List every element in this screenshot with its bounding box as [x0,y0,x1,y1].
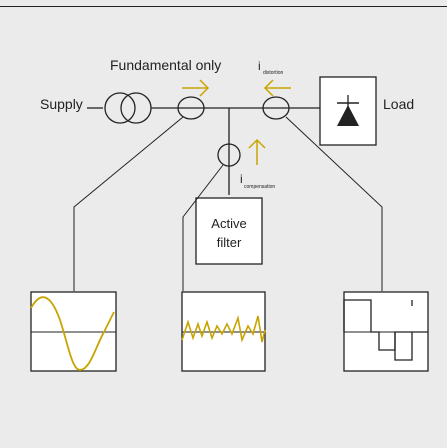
up-arrow-icon [248,138,266,165]
diode-icon [337,105,359,126]
active-filter-box: Active filter [195,197,263,265]
i-compensation-label: i [240,172,243,186]
ct-sensor-load-icon [262,96,290,120]
i-compensation-sub: compensation [244,184,275,190]
supply-label: Supply [40,96,83,112]
right-arrow-icon [182,79,210,97]
fundamental-only-label: Fundamental only [110,57,221,73]
distorted-wave [181,315,266,343]
top-rule [0,6,447,7]
sine-waveform-panel [30,291,117,372]
supply-waveform-leader [73,116,184,291]
ct-sensor-supply-icon [177,96,205,120]
i-distortion-label: i [258,59,261,73]
transformer-icon [87,92,152,124]
active-filter-line2: filter [217,235,242,250]
load-label: Load [383,96,414,112]
compensation-waveform-leader [182,164,224,291]
sine-wave [30,296,115,371]
i-distortion-sub: distortion [263,70,284,76]
left-arrow-icon [263,79,291,97]
square-waveform-panel [343,291,429,372]
active-filter-line1: Active [211,216,246,231]
load-box [319,76,377,146]
distortion-waveform-panel [181,291,266,372]
load-waveform-leader [285,116,383,291]
